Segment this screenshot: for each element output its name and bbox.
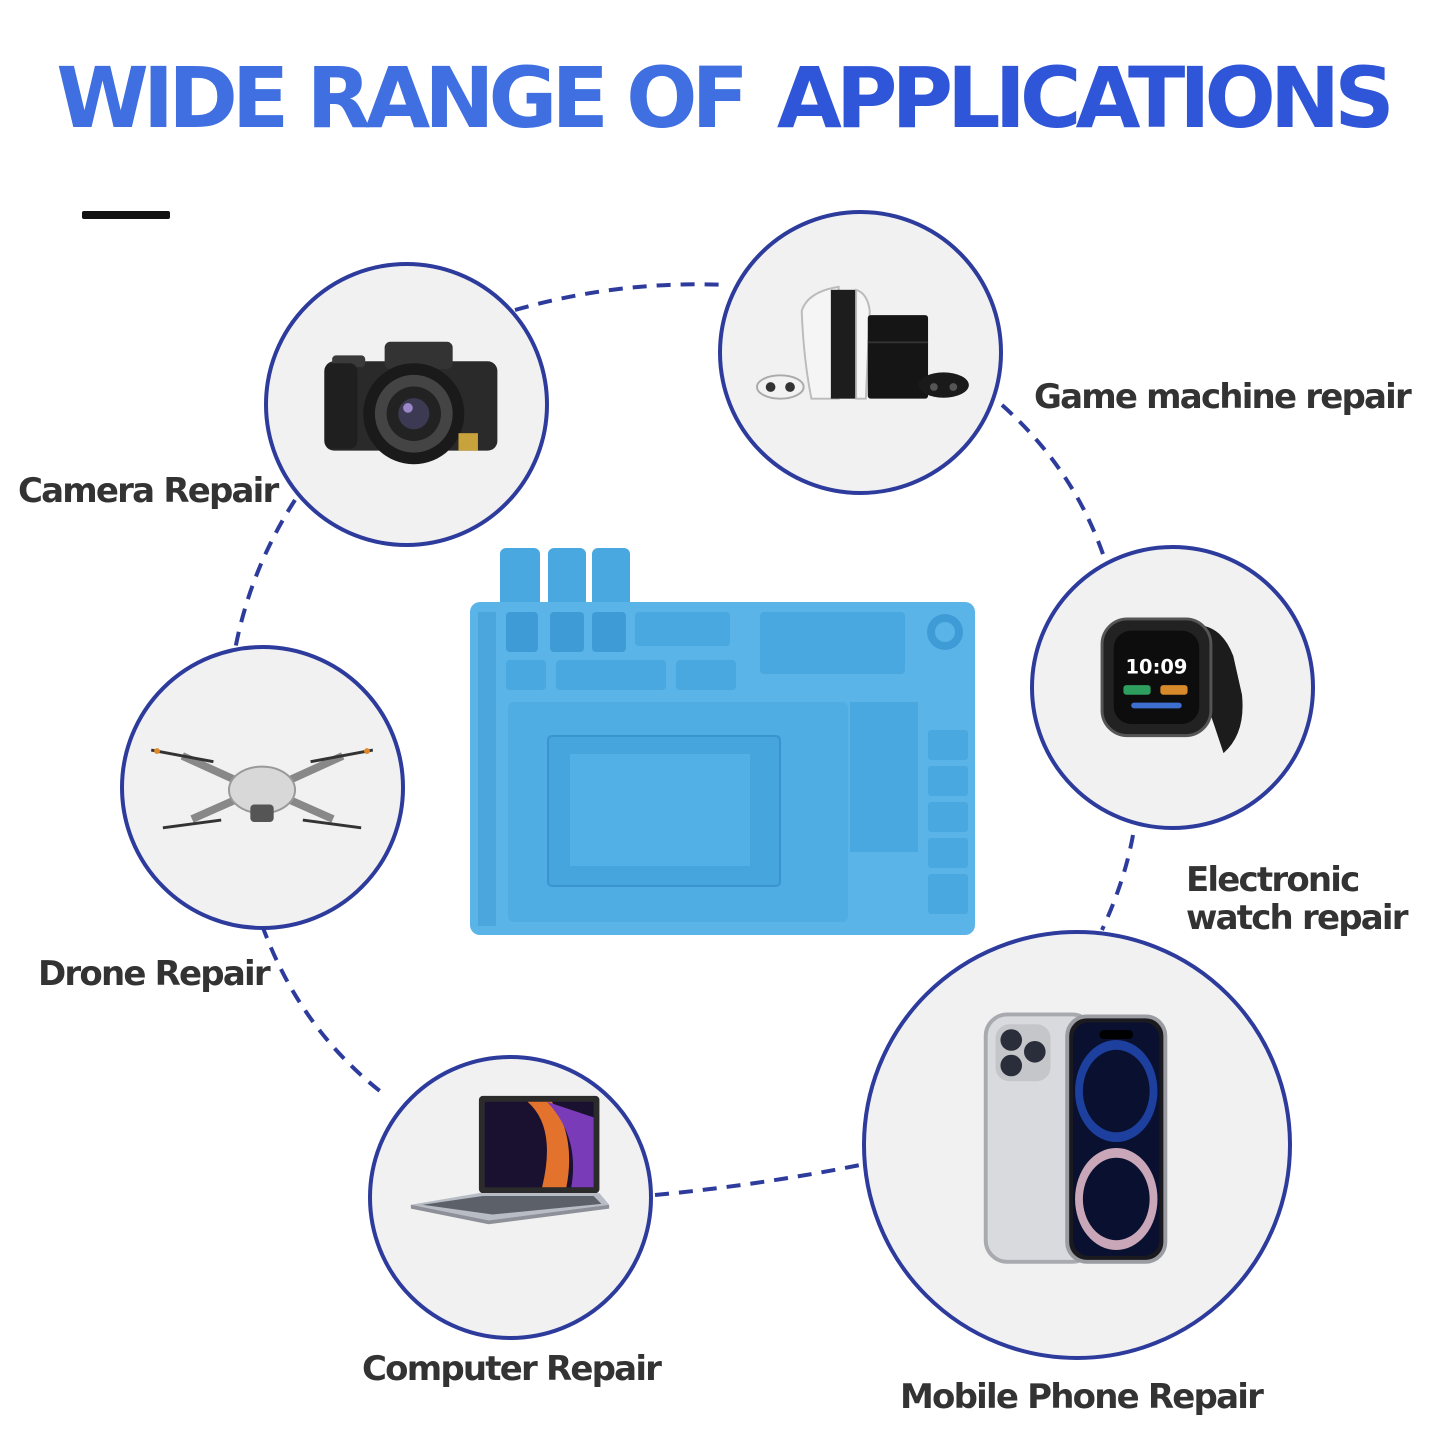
svg-text:10:09: 10:09 [1126,655,1188,678]
electronic-watch-label-line-2: watch repair [1186,898,1409,938]
page-title: WIDE RANGE OF APPLICATIONS [0,48,1445,148]
game-console-icon [756,285,969,400]
camera-repair-circle [264,262,549,547]
title-underline-accent [82,211,170,219]
electronic-watch-repair-label: Electronic watch repair [1186,860,1409,938]
camera-repair-label: Camera Repair [18,471,279,511]
title-part-2: APPLICATIONS [776,49,1395,147]
title-part-1: WIDE RANGE OF [56,49,749,147]
mobile-phone-repair-circle [862,930,1292,1360]
smartwatch-icon: 10:09 [1100,617,1243,754]
smartphone-icon [983,1012,1168,1264]
computer-repair-circle [368,1055,653,1340]
game-machine-repair-label: Game machine repair [1034,377,1412,417]
drone-repair-circle [120,645,405,930]
electronic-watch-label-line-1: Electronic [1186,860,1360,900]
drone-repair-label: Drone Repair [38,954,271,994]
game-machine-repair-circle [718,210,1003,495]
camera-icon [324,341,498,465]
mobile-phone-repair-label: Mobile Phone Repair [900,1377,1264,1417]
drone-icon [150,748,374,830]
silicone-repair-mat-icon [470,548,975,935]
computer-repair-label: Computer Repair [362,1349,662,1389]
laptop-icon [410,1095,610,1225]
electronic-watch-repair-circle: 10:09 [1030,545,1315,830]
